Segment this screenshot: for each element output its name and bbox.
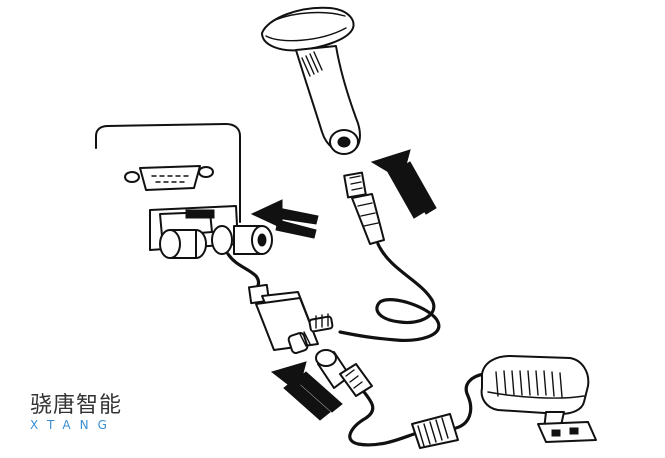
cable-coil-icon [411,372,486,449]
cable-junction-icon [247,283,334,354]
db9-connector-icon [124,165,214,191]
scanner-cable [338,242,441,342]
dc-power-plug-icon [315,349,373,397]
arrow-icon [250,199,319,239]
serial-port-icon [149,205,273,259]
brand-name-cn: 骁唐智能 [30,393,123,418]
arrow-icon [370,149,437,219]
rj45-plug-icon [343,171,385,245]
arrow-icon [270,361,343,421]
power-cable [348,390,416,447]
computer-case-icon [95,123,241,223]
brand-name-en: XTANG [30,418,116,432]
barcode-scanner-icon [261,6,361,155]
power-adapter-icon [480,355,597,443]
